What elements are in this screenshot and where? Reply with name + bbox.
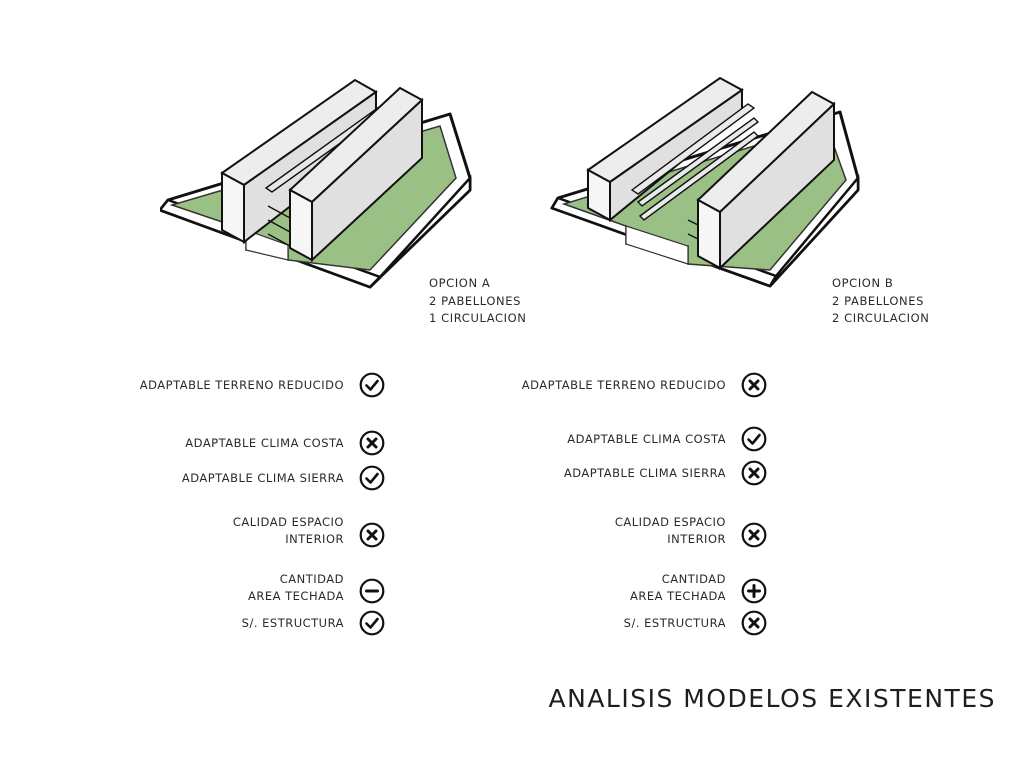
option-a-title: OPCION A	[429, 276, 491, 290]
circulation-corridors	[630, 103, 760, 241]
plus-icon	[741, 578, 767, 604]
cross-icon	[741, 522, 767, 548]
option-a-circulation: 1 CIRCULACION	[429, 311, 527, 325]
option-b-caption: OPCION B 2 PABELLONES 2 CIRCULACION	[832, 275, 929, 328]
pavilion-left	[220, 78, 378, 245]
option-a-caption: OPCION A 2 PABELLONES 1 CIRCULACION	[429, 275, 526, 328]
option-b-title: OPCION B	[832, 276, 894, 290]
check-icon	[741, 426, 767, 452]
criterion-label: ADAPTABLE TERRENO REDUCIDO	[521, 378, 726, 392]
option-b-circulation: 2 CIRCULACION	[832, 311, 930, 325]
option-a-pavilions: 2 PABELLONES	[429, 293, 522, 308]
criterion-label: ADAPTABLE CLIMA COSTA	[567, 432, 726, 446]
cross-icon	[741, 372, 767, 398]
criterion-label: ADAPTABLE CLIMA SIERRA	[181, 471, 344, 485]
check-icon	[359, 610, 385, 636]
pavilion-right	[696, 90, 836, 271]
ground-path	[625, 225, 689, 265]
criterion-label: S/. ESTRUCTURA	[241, 616, 344, 630]
criterion-label: ADAPTABLE CLIMA COSTA	[185, 436, 344, 450]
criterion-label: S/. ESTRUCTURA	[623, 616, 726, 630]
page-title: ANALISIS MODELOS EXISTENTES	[548, 684, 996, 713]
check-icon	[359, 372, 385, 398]
option-a-massing-diagram	[160, 70, 480, 295]
criterion-label: CALIDAD ESPACIO INTERIOR	[232, 515, 344, 546]
option-b-pavilions: 2 PABELLONES	[832, 293, 925, 308]
minus-icon	[359, 578, 385, 604]
option-b-massing-diagram	[548, 70, 868, 295]
cross-icon	[741, 610, 767, 636]
cross-icon	[741, 460, 767, 486]
ground-path	[245, 229, 289, 261]
cross-icon	[359, 430, 385, 456]
criterion-label: CALIDAD ESPACIO INTERIOR	[614, 515, 726, 546]
criterion-label: CANTIDAD AREA TECHADA	[629, 572, 726, 603]
criterion-label: ADAPTABLE TERRENO REDUCIDO	[139, 378, 344, 392]
check-icon	[359, 465, 385, 491]
criterion-label: CANTIDAD AREA TECHADA	[247, 572, 344, 603]
criterion-label: ADAPTABLE CLIMA SIERRA	[563, 466, 726, 480]
pavilion-right	[288, 86, 424, 263]
cross-icon	[359, 522, 385, 548]
